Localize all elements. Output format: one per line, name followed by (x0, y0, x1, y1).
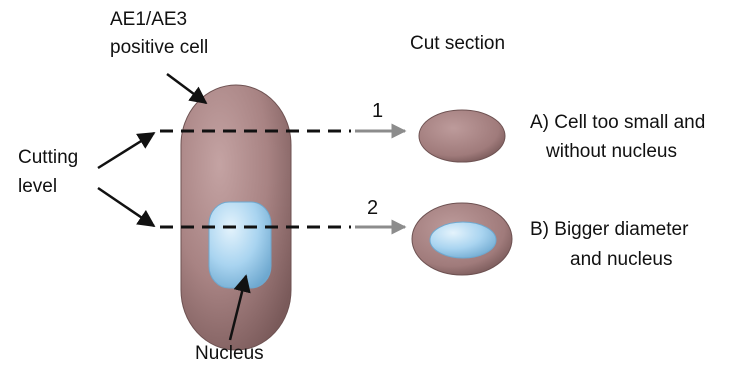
cutting-level-number-1: 1 (372, 99, 383, 123)
cut-section-heading: Cut section (410, 32, 505, 56)
nucleus-shape (209, 202, 271, 288)
cutting-level-label-line1: Cutting (18, 146, 78, 170)
result-b-line1: B) Bigger diameter (530, 218, 688, 242)
cut-section-b-nucleus (430, 222, 496, 258)
cutting-level-label-line2: level (18, 175, 57, 199)
cutting-arrow-upper (98, 133, 154, 168)
result-a-line2: without nucleus (546, 140, 677, 164)
result-b-line2: and nucleus (570, 248, 672, 272)
cell-type-label-line1: AE1/AE3 (110, 8, 187, 32)
cutting-arrow-lower (98, 188, 154, 226)
cutting-level-number-2: 2 (367, 196, 378, 220)
cut-section-a-disc (419, 110, 505, 162)
cell-type-label-line2: positive cell (110, 36, 208, 60)
nucleus-label: Nucleus (195, 342, 264, 366)
cell-pointer-arrow (167, 74, 206, 103)
result-a-line1: A) Cell too small and (530, 111, 705, 135)
